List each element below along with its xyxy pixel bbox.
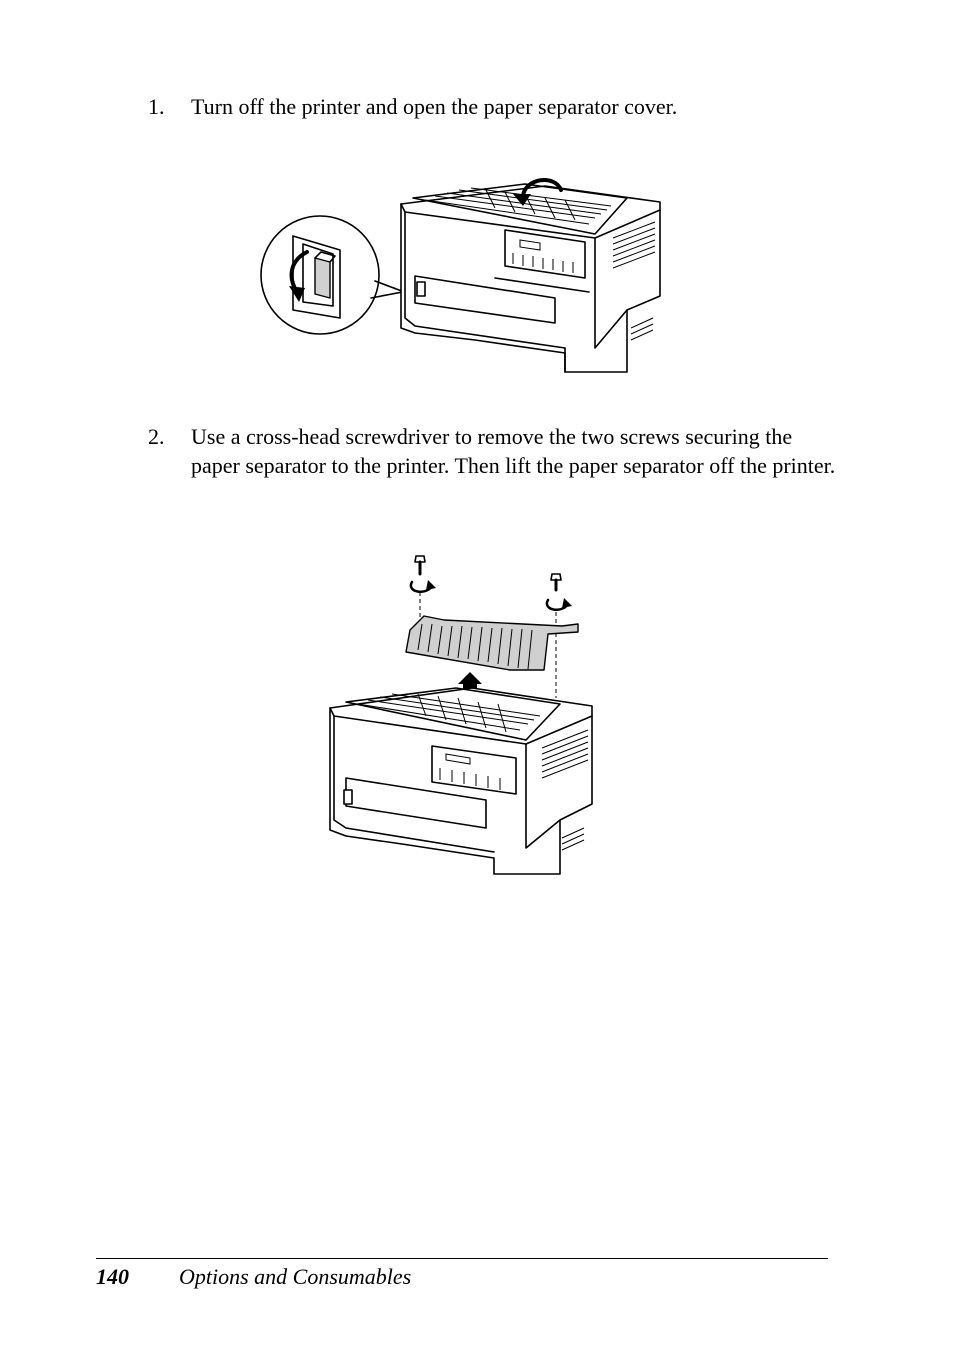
step-number: 1.	[148, 94, 165, 119]
screw-icon	[550, 573, 562, 592]
step-number: 2.	[148, 424, 165, 449]
step-text: Use a cross-head screwdriver to remove t…	[191, 424, 836, 478]
rotate-arrow-icon	[545, 598, 572, 612]
power-switch-icon	[292, 235, 341, 319]
step-text: Turn off the printer and open the paper …	[191, 94, 678, 119]
screw-icon	[414, 555, 426, 576]
rotate-arrow-icon	[409, 580, 436, 594]
section-title: Options and Consumables	[179, 1264, 412, 1289]
cover-open-arrow-icon	[513, 177, 563, 206]
paper-separator-removal-illustration	[329, 555, 593, 875]
printer-body	[329, 687, 593, 875]
paper-separator	[405, 615, 579, 671]
page-number: 140	[96, 1264, 129, 1289]
printer-power-switch-illustration	[260, 177, 661, 373]
rotate-down-arrow-icon	[289, 250, 309, 302]
footer-rule	[96, 1258, 828, 1259]
printer-body	[400, 183, 661, 373]
